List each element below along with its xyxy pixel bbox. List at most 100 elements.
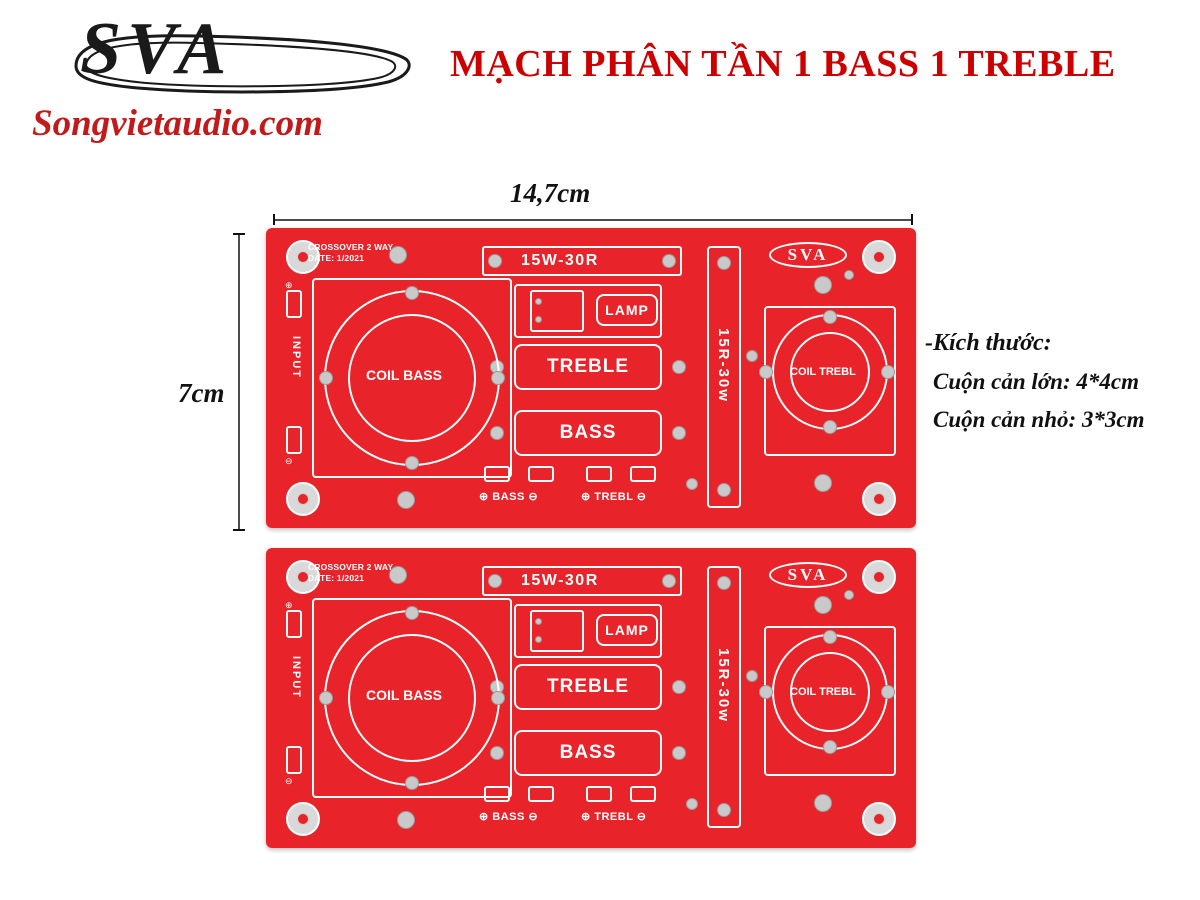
- resistor-outline-top: [482, 246, 682, 276]
- pad: [717, 576, 731, 590]
- silk-title-line2: DATE: 1/2021: [308, 253, 365, 263]
- pad: [535, 636, 542, 643]
- silk-resistor-top: 15W-30R: [521, 252, 599, 269]
- spec-list: -Kích thước: Cuộn cản lớn: 4*4cm Cuộn cả…: [925, 330, 1190, 445]
- pad: [488, 254, 502, 268]
- input-terminal-minus: [286, 746, 302, 774]
- dimension-width-label: 14,7cm: [510, 178, 591, 208]
- resistor-outline-top: [482, 566, 682, 596]
- pad: [672, 360, 686, 374]
- pad: [814, 794, 832, 812]
- pad: [717, 256, 731, 270]
- pad: [405, 286, 419, 300]
- silk-treble: TREBLE: [514, 664, 662, 710]
- lamp-socket-outline: [530, 290, 584, 332]
- pad: [823, 420, 837, 434]
- silk-resistor-top: 15W-30R: [521, 572, 599, 589]
- pcb-board-top: CROSSOVER 2 WAY DATE: 1/2021 SVA 15W-30R…: [266, 228, 916, 528]
- input-plus-symbol: ⊕: [285, 600, 293, 610]
- pad: [686, 798, 698, 810]
- silk-treble: TREBLE: [514, 344, 662, 390]
- pad: [759, 685, 773, 699]
- spec-item-large-coil: Cuộn cản lớn: 4*4cm: [933, 369, 1139, 394]
- coil-bass-outline: [312, 598, 512, 798]
- silk-brand-oval: SVA: [769, 562, 847, 588]
- output-pad-bass-minus: [528, 786, 554, 802]
- lamp-outline: [514, 284, 662, 338]
- pad: [686, 478, 698, 490]
- silk-lamp: LAMP: [596, 294, 658, 326]
- pad: [389, 246, 407, 264]
- pad: [823, 630, 837, 644]
- coil-bass-ring-inner: [348, 314, 476, 442]
- pad: [662, 574, 676, 588]
- pad: [488, 574, 502, 588]
- pad: [319, 691, 333, 705]
- input-terminal-plus: [286, 290, 302, 318]
- coil-treble-outline: [764, 626, 896, 776]
- logo-text: SVA: [80, 8, 233, 90]
- silk-out-bass: ⊕ BASS ⊖: [479, 811, 539, 823]
- coil-bass-outline: [312, 278, 512, 478]
- pad: [405, 606, 419, 620]
- silk-title-line2: DATE: 1/2021: [308, 573, 365, 583]
- input-plus-symbol: ⊕: [285, 280, 293, 290]
- coil-treble-ring-inner: [790, 652, 870, 732]
- spec-heading: -Kích thước:: [925, 330, 1052, 356]
- pad: [535, 618, 542, 625]
- input-terminal-plus: [286, 610, 302, 638]
- mount-hole: [286, 240, 320, 274]
- mount-hole: [862, 802, 896, 836]
- pad: [672, 680, 686, 694]
- pad: [844, 590, 854, 600]
- logo-swoosh-icon: [74, 34, 411, 94]
- silk-coil-bass: COIL BASS: [366, 687, 442, 703]
- pad: [823, 310, 837, 324]
- mount-hole: [862, 240, 896, 274]
- resistor-outline-vertical: [707, 246, 741, 508]
- output-pad-bass-minus: [528, 466, 554, 482]
- pad: [814, 596, 832, 614]
- pad: [881, 365, 895, 379]
- silk-coil-treble: COIL TREBL: [790, 686, 856, 698]
- pad: [490, 426, 504, 440]
- silk-input: INPUT: [290, 336, 302, 379]
- coil-treble-ring-inner: [790, 332, 870, 412]
- page-title: MẠCH PHÂN TẦN 1 BASS 1 TREBLE: [450, 43, 1116, 85]
- silk-title-line1: CROSSOVER 2 WAY: [308, 562, 394, 572]
- input-minus-symbol: ⊖: [285, 456, 293, 466]
- resistor-outline-vertical: [707, 566, 741, 828]
- pad: [491, 691, 505, 705]
- pad: [823, 740, 837, 754]
- output-pad-bass-plus: [484, 786, 510, 802]
- pad: [491, 371, 505, 385]
- pad: [746, 350, 758, 362]
- mount-hole: [862, 482, 896, 516]
- mount-hole: [286, 560, 320, 594]
- pad: [319, 371, 333, 385]
- dimension-width-line: [273, 214, 913, 225]
- pad: [717, 803, 731, 817]
- pad: [881, 685, 895, 699]
- pad: [397, 491, 415, 509]
- pad: [389, 566, 407, 584]
- mount-hole: [862, 560, 896, 594]
- spec-item-small-coil: Cuộn cản nhỏ: 3*3cm: [933, 407, 1145, 432]
- output-pad-treble-minus: [630, 786, 656, 802]
- lamp-outline: [514, 604, 662, 658]
- output-pad-treble-plus: [586, 786, 612, 802]
- silk-lamp: LAMP: [596, 614, 658, 646]
- silk-brand-oval: SVA: [769, 242, 847, 268]
- pad: [535, 298, 542, 305]
- dimension-height-label: 7cm: [178, 378, 225, 408]
- input-minus-symbol: ⊖: [285, 776, 293, 786]
- input-terminal-minus: [286, 426, 302, 454]
- pad: [490, 746, 504, 760]
- output-pad-treble-minus: [630, 466, 656, 482]
- pad: [844, 270, 854, 280]
- brand-logo: SVA Songvietaudio.com: [28, 10, 438, 145]
- dimension-height-line: [233, 233, 245, 531]
- silk-input: INPUT: [290, 656, 302, 699]
- silk-resistor-vertical: 15R-30w: [715, 648, 732, 723]
- pad: [717, 483, 731, 497]
